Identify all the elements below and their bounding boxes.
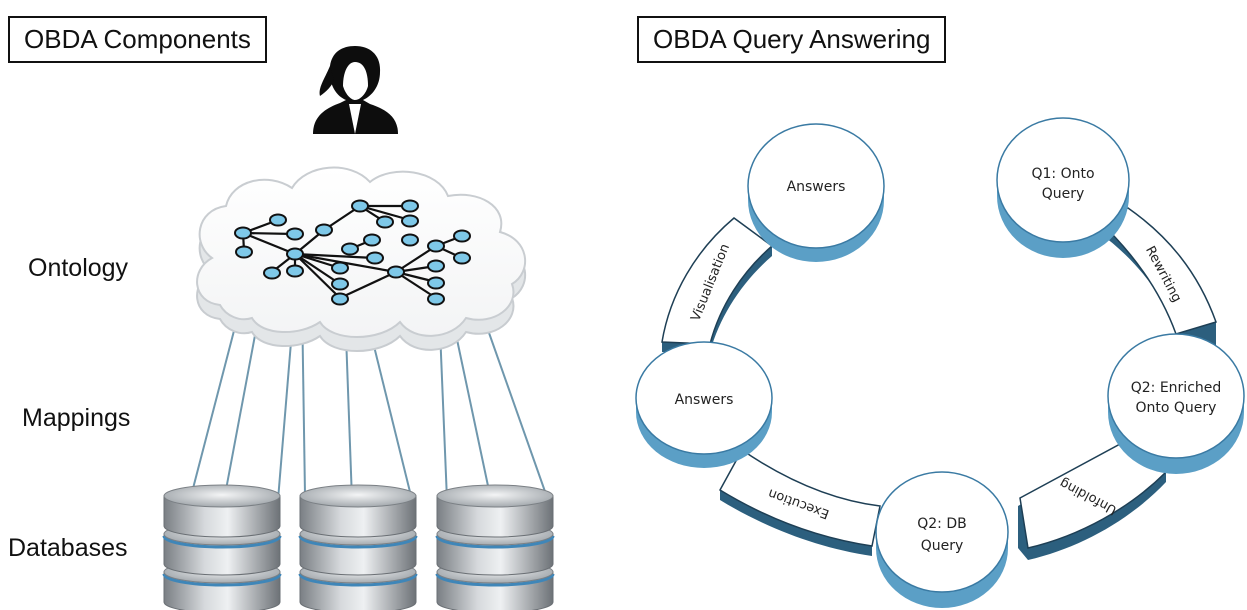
user-icon xyxy=(313,46,398,134)
left-title: OBDA Components xyxy=(8,16,267,63)
node-q1-line2: Query xyxy=(1042,186,1085,202)
node-answers-top-label: Answers xyxy=(787,179,846,195)
node-q2-db-line2: Query xyxy=(921,538,964,554)
node-q2-db-line1: Q2: DB xyxy=(917,516,966,532)
ontology-graph-nodes xyxy=(234,199,471,306)
mappings-label: Mappings xyxy=(22,404,131,432)
node-answers-left: Answers xyxy=(635,341,773,468)
database-stack-3 xyxy=(435,484,555,610)
node-q1-line1: Q1: Onto xyxy=(1031,166,1094,182)
ontology-label: Ontology xyxy=(28,254,129,282)
segment-unfolding: Unfolding xyxy=(1018,435,1168,560)
node-q2-enriched-onto-query: Q2: Enriched Onto Query xyxy=(1107,333,1245,474)
node-q2-db-query: Q2: DB Query xyxy=(875,471,1009,608)
database-stack-2 xyxy=(298,484,418,610)
segment-execution: Execution xyxy=(718,448,881,556)
right-title: OBDA Query Answering xyxy=(637,16,947,63)
segment-visualisation: Visualisation xyxy=(661,217,774,352)
node-q1-onto-query: Q1: Onto Query xyxy=(996,117,1130,258)
node-answers-left-label: Answers xyxy=(675,392,734,408)
ontology-cloud xyxy=(196,166,527,352)
node-q2-enriched-line1: Q2: Enriched xyxy=(1131,380,1222,396)
database-stack-1 xyxy=(162,484,282,610)
node-answers-top: Answers xyxy=(747,123,885,262)
database-stacks xyxy=(162,484,555,610)
databases-label: Databases xyxy=(8,534,128,562)
mapping-lines xyxy=(189,299,549,501)
node-q2-enriched-line2: Onto Query xyxy=(1136,400,1217,416)
